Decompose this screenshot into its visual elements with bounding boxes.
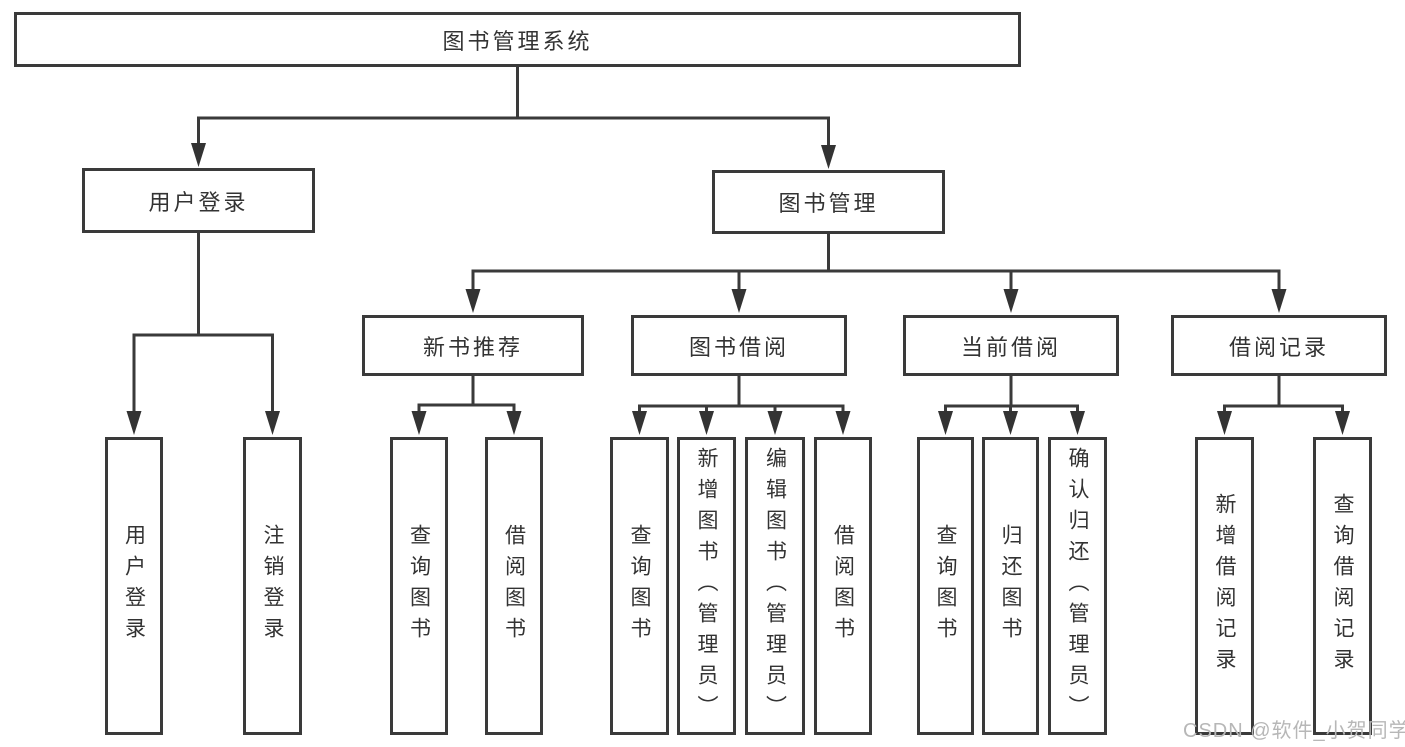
node-leaf-query-books-current: 查询图书	[917, 437, 974, 735]
node-label: 查询图书	[934, 524, 957, 648]
node-leaf-borrow-books-borrowing: 借阅图书	[814, 437, 872, 735]
node-label: 借阅记录	[1228, 334, 1329, 360]
node-leaf-user-login: 用户登录	[105, 437, 163, 735]
node-leaf-query-borrow-record: 查询借阅记录	[1313, 437, 1372, 735]
node-leaf-query-books-borrowing: 查询图书	[610, 437, 669, 735]
node-leaf-logout: 注销登录	[243, 437, 302, 735]
node-leaf-edit-books-admin: 编辑图书（管理员）	[745, 437, 805, 735]
node-label: 编辑图书（管理员）	[763, 446, 787, 726]
node-leaf-add-books-admin: 新增图书（管理员）	[677, 437, 736, 735]
node-label: 用户登录	[122, 524, 146, 648]
node-label: 注销登录	[261, 524, 284, 648]
node-leaf-return-books: 归还图书	[982, 437, 1039, 735]
node-label: 确认归还（管理员）	[1066, 446, 1089, 726]
node-current-borrowing: 当前借阅	[903, 315, 1119, 376]
node-label: 借阅图书	[831, 524, 855, 648]
node-leaf-confirm-return-admin: 确认归还（管理员）	[1048, 437, 1107, 735]
node-new-book-recommendation: 新书推荐	[362, 315, 584, 376]
node-leaf-borrow-books-recommend: 借阅图书	[485, 437, 543, 735]
node-label: 借阅图书	[502, 524, 526, 648]
node-leaf-query-books-recommend: 查询图书	[390, 437, 448, 735]
node-label: 新增图书（管理员）	[695, 446, 718, 726]
node-borrowing-records: 借阅记录	[1171, 315, 1387, 376]
node-label: 查询图书	[407, 524, 431, 648]
watermark-csdn: CSDN @软件_小贺同学	[1183, 720, 1405, 742]
node-label: 新书推荐	[422, 334, 523, 360]
node-book-borrowing: 图书借阅	[631, 315, 847, 376]
node-label: 新增借阅记录	[1213, 493, 1236, 679]
node-book-management: 图书管理	[712, 170, 945, 234]
node-label: 图书借阅	[688, 334, 789, 360]
node-label: 用户登录	[148, 189, 249, 215]
node-label: 查询图书	[628, 524, 651, 648]
node-user-login: 用户登录	[82, 168, 315, 233]
node-label: 图书管理系统	[442, 28, 593, 54]
node-label: 归还图书	[999, 524, 1022, 648]
node-label: 查询借阅记录	[1331, 493, 1354, 679]
node-label: 图书管理	[778, 191, 879, 216]
node-leaf-add-borrow-record: 新增借阅记录	[1195, 437, 1254, 735]
node-label: 当前借阅	[960, 334, 1061, 360]
node-library-management-system: 图书管理系统	[14, 12, 1021, 67]
